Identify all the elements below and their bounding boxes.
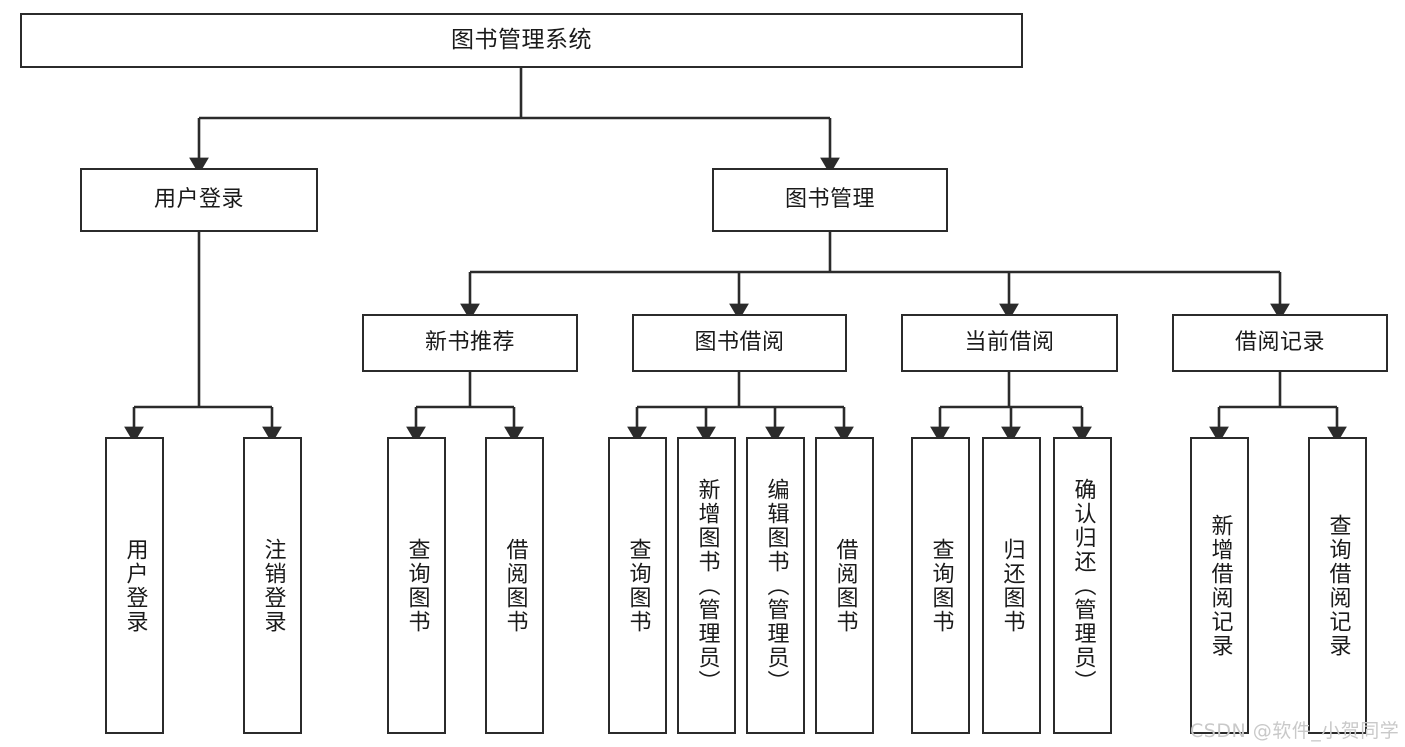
- node-borrow-record-label: 借阅记录: [1234, 330, 1325, 356]
- node-leaf-query-record[interactable]: 查询借阅记录: [1308, 437, 1367, 734]
- watermark-csdn: CSDN @软件_小贺同学: [1190, 720, 1400, 742]
- node-book-borrow[interactable]: 图书借阅: [632, 314, 847, 372]
- node-book-borrow-label: 图书借阅: [694, 330, 785, 356]
- node-current-borrow[interactable]: 当前借阅: [901, 314, 1118, 372]
- node-leaf-query-book-cur[interactable]: 查询图书: [911, 437, 970, 734]
- node-leaf-query-record-label: 查询借阅记录: [1325, 513, 1351, 658]
- node-leaf-query-book-borrow-label: 查询图书: [625, 537, 651, 634]
- node-book-manage[interactable]: 图书管理: [712, 168, 948, 232]
- node-leaf-edit-book[interactable]: 编辑图书（管理员）: [746, 437, 805, 734]
- node-leaf-user-login-label: 用户登录: [122, 537, 148, 634]
- node-leaf-add-record-label: 新增借阅记录: [1207, 513, 1233, 658]
- node-new-book-recommend[interactable]: 新书推荐: [362, 314, 578, 372]
- node-leaf-query-book-cur-label: 查询图书: [928, 537, 954, 634]
- node-leaf-query-book-borrow[interactable]: 查询图书: [608, 437, 667, 734]
- node-leaf-return-book[interactable]: 归还图书: [982, 437, 1041, 734]
- node-leaf-confirm-return[interactable]: 确认归还（管理员）: [1053, 437, 1112, 734]
- node-leaf-add-record[interactable]: 新增借阅记录: [1190, 437, 1249, 734]
- node-leaf-borrow-book-rec-label: 借阅图书: [502, 537, 528, 634]
- node-new-book-recommend-label: 新书推荐: [424, 330, 515, 356]
- node-leaf-add-book[interactable]: 新增图书（管理员）: [677, 437, 736, 734]
- node-leaf-user-logout-label: 注销登录: [260, 537, 286, 634]
- node-leaf-confirm-return-label: 确认归还（管理员）: [1070, 477, 1096, 694]
- node-leaf-add-book-label: 新增图书（管理员）: [694, 477, 720, 694]
- node-root[interactable]: 图书管理系统: [20, 13, 1023, 68]
- node-user-login-label: 用户登录: [153, 187, 244, 213]
- node-borrow-record[interactable]: 借阅记录: [1172, 314, 1388, 372]
- node-book-manage-label: 图书管理: [784, 187, 875, 213]
- node-root-label: 图书管理系统: [451, 26, 592, 53]
- node-leaf-borrow-book-rec[interactable]: 借阅图书: [485, 437, 544, 734]
- node-user-login[interactable]: 用户登录: [80, 168, 318, 232]
- node-current-borrow-label: 当前借阅: [964, 330, 1055, 356]
- node-leaf-borrow-book-label: 借阅图书: [832, 537, 858, 634]
- node-leaf-borrow-book[interactable]: 借阅图书: [815, 437, 874, 734]
- node-leaf-user-login[interactable]: 用户登录: [105, 437, 164, 734]
- node-leaf-edit-book-label: 编辑图书（管理员）: [763, 477, 789, 694]
- node-leaf-return-book-label: 归还图书: [999, 537, 1025, 634]
- node-leaf-query-book-rec-label: 查询图书: [404, 537, 430, 634]
- node-leaf-user-logout[interactable]: 注销登录: [243, 437, 302, 734]
- node-leaf-query-book-rec[interactable]: 查询图书: [387, 437, 446, 734]
